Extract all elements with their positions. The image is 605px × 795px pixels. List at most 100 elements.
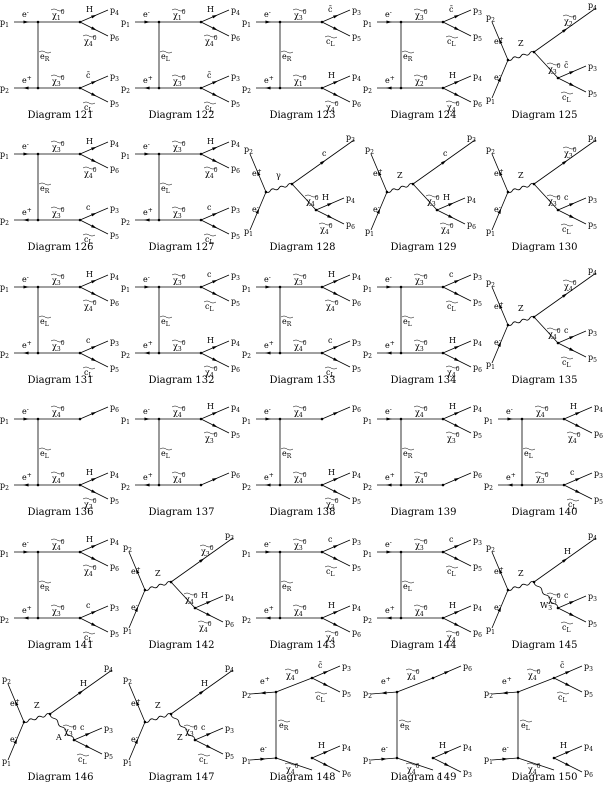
momentum-label: p5: [588, 353, 597, 364]
arrow-head: [91, 147, 97, 151]
vertex-dot: [441, 616, 445, 619]
inner-boson-line: [49, 713, 75, 741]
tilde-mark: [324, 497, 338, 501]
momentum-label: p1: [121, 283, 130, 294]
arrow-head: [91, 345, 97, 350]
tilde-mark: [183, 592, 197, 595]
momentum-label: p5: [473, 32, 482, 43]
arrow-head: [23, 20, 29, 24]
tilde-mark: [62, 724, 76, 728]
tilde-mark: [82, 167, 96, 170]
momentum-label: p2: [486, 13, 495, 24]
tilde-mark: [292, 74, 306, 78]
particle-label: H: [86, 137, 93, 146]
arrow-head: [333, 26, 339, 31]
momentum-label: p3: [473, 271, 482, 282]
momentum-label: p3: [352, 536, 361, 547]
tilde-mark: [38, 315, 52, 319]
momentum-label: p3: [352, 337, 361, 348]
particle-label: e-: [252, 204, 259, 214]
momentum-label: p4: [473, 337, 482, 348]
particle-label: H: [86, 535, 93, 544]
vertex-dot: [320, 483, 324, 487]
arrow-head: [448, 214, 454, 219]
tilde-mark: [280, 50, 294, 54]
arrow-head: [386, 285, 392, 289]
particle-label: cL: [562, 623, 570, 634]
tilde-mark: [203, 101, 217, 105]
tilde-mark: [526, 668, 540, 672]
tilde-mark: [82, 366, 96, 370]
diagram-caption: Diagram 147: [148, 772, 215, 783]
momentum-label: p4: [231, 138, 240, 149]
tilde-mark: [197, 620, 211, 623]
tilde-mark: [546, 592, 560, 595]
diagram-caption: Diagram 141: [27, 639, 94, 651]
tilde-mark: [405, 668, 419, 672]
arrow-head: [212, 213, 218, 217]
momentum-label: p5: [110, 98, 119, 109]
tilde-mark: [50, 405, 64, 409]
arrow-head: [265, 20, 271, 24]
tilde-mark: [560, 224, 574, 227]
tilde-mark: [562, 14, 576, 18]
momentum-label: p2: [0, 84, 9, 95]
momentum-label: p6: [352, 628, 361, 639]
diagram-caption: Diagram 121: [27, 110, 94, 121]
momentum-label: p2: [0, 614, 9, 625]
boson-propagator: [507, 315, 535, 326]
vertex-dot: [78, 483, 82, 487]
arrow-head: [199, 557, 205, 563]
particle-label: c̄: [86, 71, 91, 80]
momentum-label: p1: [0, 283, 9, 294]
diagram-caption: Diagram 150: [511, 772, 578, 783]
arrow-head: [144, 285, 150, 289]
propagator-label: Z: [518, 569, 524, 578]
tilde-mark: [159, 183, 173, 186]
arrow-head: [85, 732, 91, 737]
vertex-dot: [441, 86, 445, 90]
propagator-label: eR: [40, 582, 50, 593]
tilde-mark: [519, 719, 533, 723]
propagator-label: eL: [40, 449, 49, 460]
arrow-head: [144, 86, 150, 90]
momentum-label: p5: [473, 429, 482, 440]
diagram-caption: Diagram 138: [269, 507, 336, 519]
propagator-label: eR: [282, 52, 292, 63]
arrow-head: [377, 170, 382, 177]
tilde-mark: [562, 147, 576, 150]
momentum-label: p5: [594, 495, 603, 506]
arrow-head: [454, 26, 460, 31]
momentum-label: p3: [110, 204, 119, 215]
vertex-dot: [431, 676, 435, 680]
arrow-head: [498, 567, 503, 574]
momentum-label: p6: [467, 220, 476, 231]
diagram-caption: Diagram 131: [27, 374, 94, 386]
tilde-mark: [413, 405, 427, 409]
particle-label: e+: [385, 472, 395, 482]
tilde-mark: [50, 207, 64, 210]
propagator-line: [170, 581, 196, 608]
momentum-label: p6: [110, 164, 119, 175]
vertex-dot: [320, 417, 324, 421]
tilde-mark: [203, 167, 217, 170]
arrow-head: [212, 279, 218, 284]
particle-label: cL: [447, 37, 455, 48]
arrow-head: [212, 80, 218, 85]
particle-label: c: [328, 535, 333, 544]
propagator-line: [517, 677, 555, 693]
particle-label: e-: [143, 274, 150, 284]
momentum-label: p5: [352, 363, 361, 374]
arrow-head: [569, 600, 575, 605]
particle-label: cL: [326, 37, 334, 48]
tilde-mark: [445, 365, 459, 369]
tilde-mark: [560, 91, 574, 95]
arrow-head: [212, 412, 218, 416]
